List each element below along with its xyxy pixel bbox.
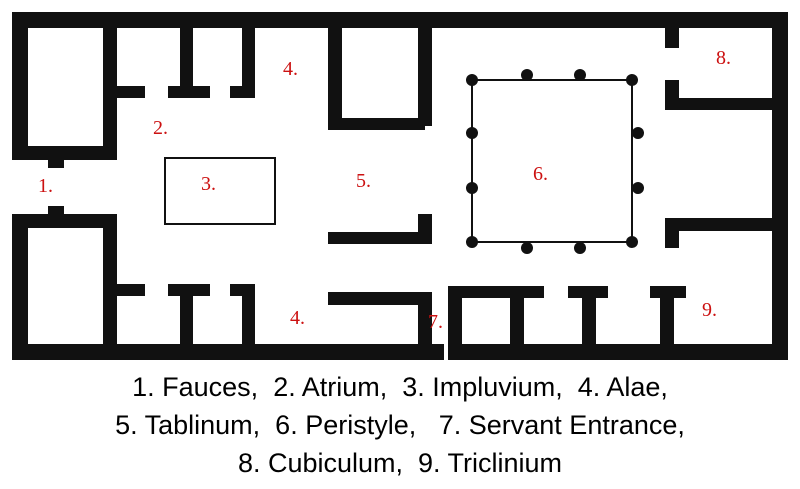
label-triclinium: 9. [702, 299, 717, 321]
column [466, 236, 478, 248]
fauces-walls [12, 28, 117, 344]
column [574, 242, 586, 254]
label-fauces: 1. [38, 175, 53, 197]
label-alae-bottom: 4. [290, 307, 305, 329]
column [632, 182, 644, 194]
column [632, 127, 644, 139]
column [466, 182, 478, 194]
outer-walls [12, 12, 788, 360]
legend-line-1: 1. Fauces, 2. Atrium, 3. Impluvium, 4. A… [132, 372, 668, 402]
label-tablinum: 5. [356, 170, 371, 192]
peristyle-columns [466, 69, 644, 254]
label-impluvium: 3. [201, 173, 216, 195]
column [574, 69, 586, 81]
bottom-rooms-walls [103, 284, 255, 344]
column [521, 242, 533, 254]
tablinum-walls [328, 28, 432, 344]
label-alae-top: 4. [283, 58, 298, 80]
column [466, 74, 478, 86]
label-cubiculum: 8. [716, 47, 731, 69]
label-servant-entrance: 7. [428, 311, 443, 333]
impluvium-basin [164, 157, 276, 225]
column [466, 127, 478, 139]
column [626, 74, 638, 86]
legend-line-3: 8. Cubiculum, 9. Triclinium [237, 448, 563, 478]
top-rooms-walls [103, 28, 255, 98]
column [626, 236, 638, 248]
legend-caption: 1. Fauces, 2. Atrium, 3. Impluvium, 4. A… [0, 368, 800, 482]
peristyle-walls [448, 28, 788, 360]
legend-line-2: 5. Tablinum, 6. Peristyle, 7. Servant En… [115, 410, 685, 440]
label-atrium: 2. [153, 117, 168, 139]
column [521, 69, 533, 81]
label-peristyle: 6. [533, 163, 548, 185]
floor-plan: 1. 2. 3. 4. 4. 5. 6. 7. 8. 9. [12, 12, 788, 360]
peristyle-garden [471, 79, 633, 243]
